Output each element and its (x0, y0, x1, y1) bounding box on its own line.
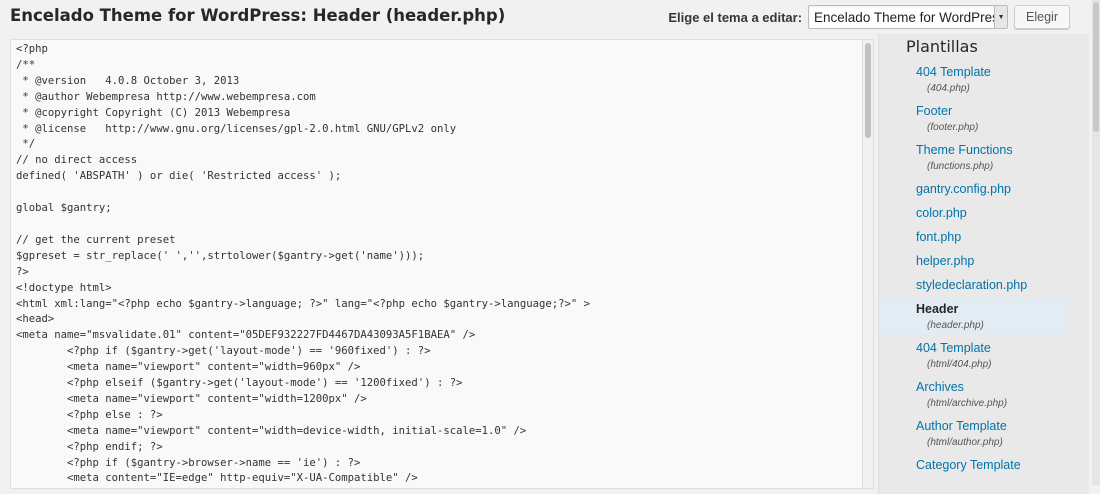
template-file-link[interactable]: gantry.config.php (916, 182, 1011, 196)
theme-select-form: Elige el tema a editar: Encelado Theme f… (668, 5, 1070, 29)
template-file-link[interactable]: Category Template (916, 458, 1021, 472)
template-file-item[interactable]: helper.php (879, 250, 1067, 272)
theme-select-label: Elige el tema a editar: (668, 9, 803, 25)
select-theme-button[interactable]: Elegir (1014, 5, 1070, 29)
chevron-down-icon[interactable]: ▼ (994, 6, 1008, 28)
template-file-link[interactable]: helper.php (916, 254, 975, 268)
template-file-list: 404 Template (404.php) Footer (footer.php) T… (879, 61, 1089, 476)
page-scroll-thumb[interactable] (1093, 2, 1099, 132)
template-file-item: Header (header.php) (879, 298, 1067, 335)
template-file-path: (header.php) (927, 320, 984, 331)
template-file-path: (html/author.php) (927, 437, 1003, 448)
template-file-item[interactable]: styledeclaration.php (879, 274, 1067, 296)
template-file-link[interactable]: 404 Template (916, 65, 991, 79)
template-file-link[interactable]: Archives (916, 380, 964, 394)
sidebar-title: Plantillas (906, 37, 978, 56)
template-file-item[interactable]: 404 Template (html/404.php) (879, 337, 1067, 374)
template-file-item[interactable]: Footer (footer.php) (879, 100, 1067, 137)
template-file-link[interactable]: Author Template (916, 419, 1007, 433)
template-file-link: Header (916, 302, 959, 316)
page-scrollbar[interactable] (1092, 0, 1100, 485)
template-file-link[interactable]: 404 Template (916, 341, 991, 355)
template-file-link[interactable]: Theme Functions (916, 143, 1013, 157)
template-file-path: (html/archive.php) (927, 398, 1008, 409)
template-file-path: (footer.php) (927, 122, 979, 133)
editor-scrollbar[interactable] (862, 40, 873, 488)
code-editor[interactable]: <?php /** * @version 4.0.8 October 3, 20… (10, 39, 874, 489)
template-file-item[interactable]: Author Template (html/author.php) (879, 415, 1067, 452)
template-file-path: (html/404.php) (927, 359, 992, 370)
theme-select-value: Encelado Theme for WordPress (814, 9, 1006, 25)
editor-scroll-thumb[interactable] (865, 43, 871, 138)
template-file-link[interactable]: Footer (916, 104, 953, 118)
templates-sidebar: Plantillas 404 Template (404.php) Footer (f… (878, 34, 1089, 494)
theme-select-dropdown[interactable]: Encelado Theme for WordPress ▼ (808, 5, 1009, 29)
template-file-item[interactable]: Category Template (879, 454, 1067, 476)
template-file-item[interactable]: color.php (879, 202, 1067, 224)
template-file-item[interactable]: Archives (html/archive.php) (879, 376, 1067, 413)
template-file-path: (functions.php) (927, 161, 994, 172)
template-file-link[interactable]: font.php (916, 230, 962, 244)
template-file-item[interactable]: font.php (879, 226, 1067, 248)
template-file-path: (404.php) (927, 83, 970, 94)
template-file-item[interactable]: 404 Template (404.php) (879, 61, 1067, 98)
template-file-link[interactable]: styledeclaration.php (916, 278, 1028, 292)
code-textarea[interactable]: <?php /** * @version 4.0.8 October 3, 20… (16, 43, 591, 485)
template-file-item[interactable]: gantry.config.php (879, 178, 1067, 200)
template-file-link[interactable]: color.php (916, 206, 967, 220)
template-file-item[interactable]: Theme Functions (functions.php) (879, 139, 1067, 176)
page-title: Encelado Theme for WordPress: Header (he… (10, 6, 506, 25)
